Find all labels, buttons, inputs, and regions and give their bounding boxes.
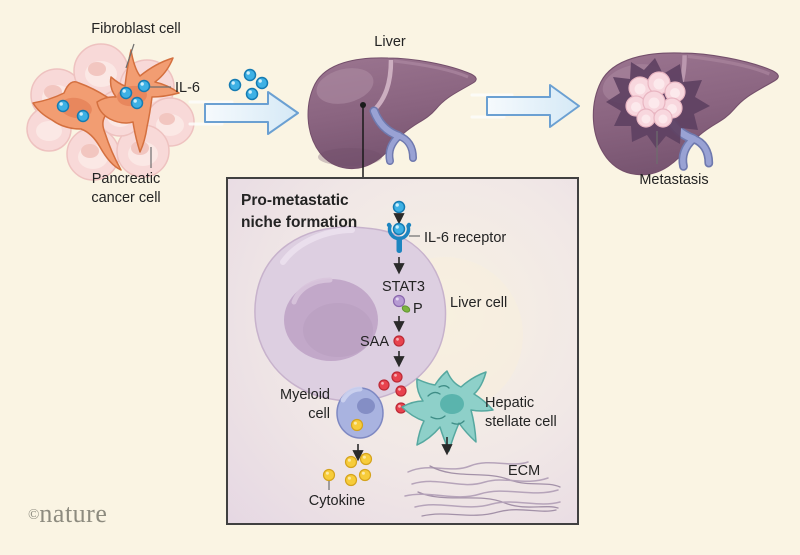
il6-molecule-dot bbox=[137, 79, 151, 93]
saa-molecule-dot bbox=[393, 335, 405, 347]
flow-arrow-2 bbox=[486, 84, 580, 128]
niche-box-title: Pro-metastatic niche formation bbox=[241, 192, 358, 231]
copyright-icon: © bbox=[28, 507, 40, 523]
ecm-fibres bbox=[404, 461, 561, 517]
metastasis-label: Metastasis bbox=[639, 172, 709, 188]
liver-organ bbox=[307, 57, 477, 170]
cytokine-molecule-dot bbox=[350, 418, 364, 432]
myeloid-nucleus bbox=[357, 398, 375, 414]
nature-logo: ©nature bbox=[28, 499, 108, 528]
il6-label: IL-6 bbox=[175, 80, 200, 96]
portal-vein bbox=[369, 106, 417, 165]
il6-receptor-icon bbox=[386, 222, 412, 253]
metastatic-liver-organ bbox=[592, 52, 779, 176]
stat3-molecule bbox=[392, 294, 411, 313]
metastasis-tumor bbox=[606, 58, 710, 148]
phosphate-label: P bbox=[413, 301, 423, 317]
ecm-label: ECM bbox=[508, 463, 541, 479]
liver-label: Liver bbox=[374, 34, 406, 50]
hepatic-stellate-cell bbox=[401, 370, 494, 452]
myeloid-cell bbox=[336, 386, 384, 439]
il6-molecule-dot bbox=[392, 200, 406, 214]
stat3-label: STAT3 bbox=[382, 279, 425, 295]
stellate-nucleus bbox=[440, 394, 464, 414]
hepatic-stellate-label: Hepatic stellate cell bbox=[485, 395, 557, 430]
il6-molecule-dot bbox=[119, 86, 133, 100]
fibroblast-cells bbox=[32, 49, 180, 171]
fibroblast-label-line bbox=[125, 43, 135, 69]
saa-label: SAA bbox=[360, 334, 390, 350]
il6-receptor-label: IL-6 receptor bbox=[424, 230, 507, 246]
il6-molecule-dot bbox=[130, 96, 144, 110]
pancreatic-cancer-label: Pancreatic cancer cell bbox=[91, 171, 161, 206]
il6-secreted-cluster bbox=[228, 68, 269, 101]
il6-molecule-dot bbox=[56, 99, 70, 113]
cytokine-label: Cytokine bbox=[308, 493, 366, 509]
liver-cell-label: Liver cell bbox=[450, 295, 508, 311]
flow-arrow-1 bbox=[204, 91, 299, 135]
liver-callout-dot bbox=[360, 102, 366, 108]
fibroblast-cell-label: Fibroblast cell bbox=[91, 21, 181, 37]
il6-molecule-dot bbox=[76, 109, 90, 123]
myeloid-cell-label: Myeloid cell bbox=[280, 387, 330, 422]
phosphate-dot bbox=[401, 305, 411, 313]
